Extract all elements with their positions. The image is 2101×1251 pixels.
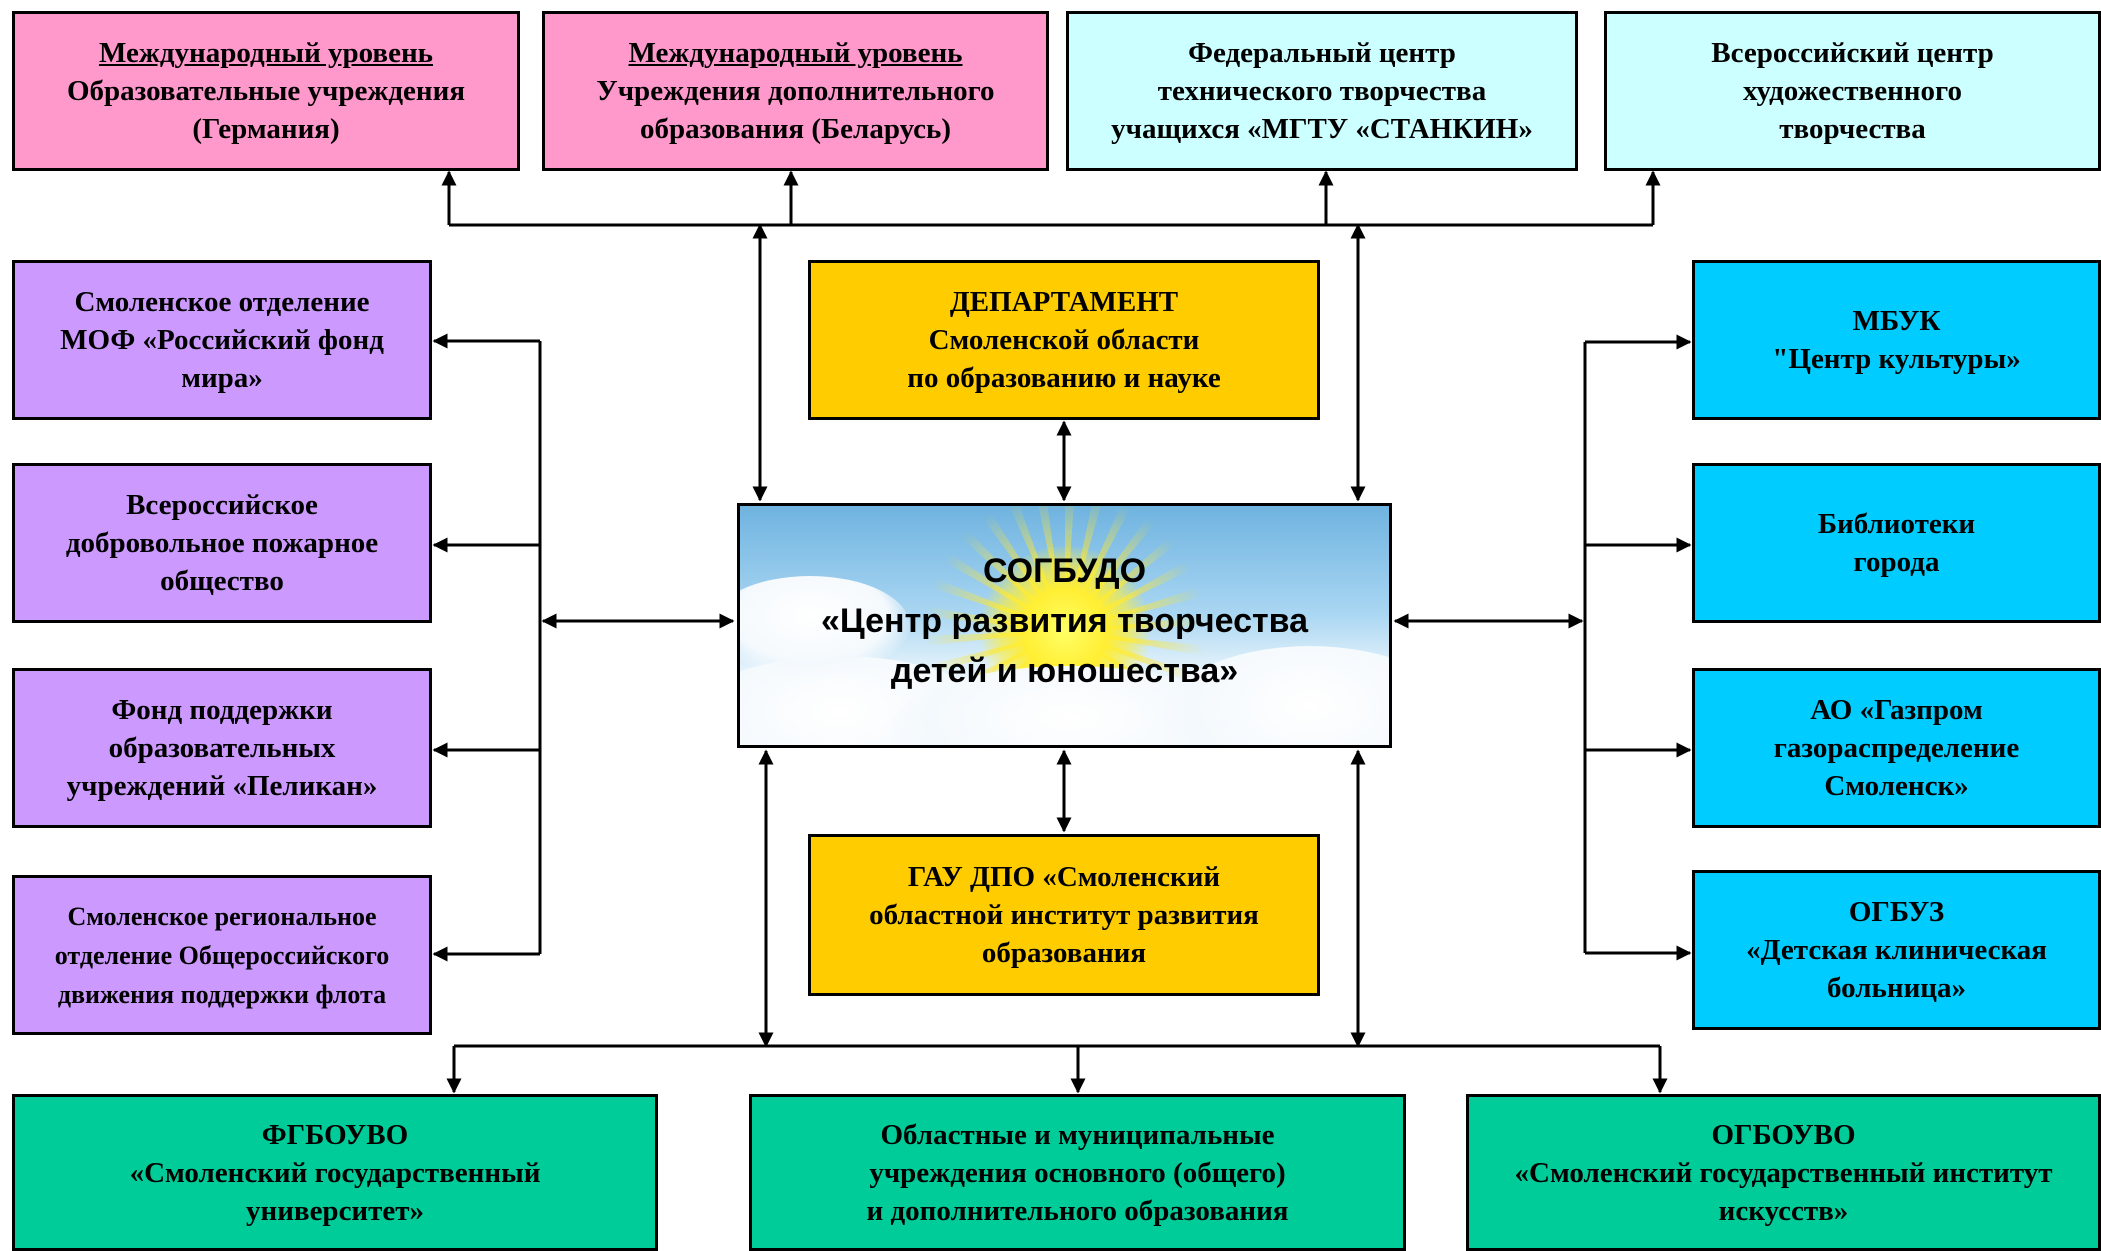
fleet-line-2: отделение Общероссийского bbox=[54, 940, 390, 970]
central-line-3: детей и юношества» bbox=[890, 652, 1239, 690]
institute-box: ГАУ ДПО «Смоленский областной институт р… bbox=[808, 834, 1320, 996]
arts-institute-line-2: «Смоленский государственный институт bbox=[1514, 1156, 2053, 1189]
arts-institute-box: ОГБОУВО «Смоленский государственный инст… bbox=[1466, 1094, 2101, 1251]
department-line-3: по образованию и науке bbox=[907, 362, 1221, 394]
pelican-line-1: Фонд поддержки bbox=[111, 694, 333, 726]
stankin-line-1: Федеральный центр bbox=[1188, 37, 1456, 69]
gazprom-line-1: АО «Газпром bbox=[1810, 694, 1983, 726]
belarus-box: Международный уровень Учреждения дополни… bbox=[542, 11, 1049, 171]
department-box: ДЕПАРТАМЕНТ Смоленской области по образо… bbox=[808, 260, 1320, 420]
arts-institute-line-1: ОГБОУВО bbox=[1711, 1118, 1856, 1151]
schools-line-3: и дополнительного образования bbox=[866, 1194, 1289, 1227]
hospital-line-2: «Детская клиническая bbox=[1746, 934, 2047, 966]
hospital-line-1: ОГБУЗ bbox=[1848, 896, 1945, 928]
university-line-1: ФГБОУВО bbox=[261, 1118, 409, 1151]
stankin-box: Федеральный центр технического творчеств… bbox=[1066, 11, 1578, 171]
belarus-line-2: образования (Беларусь) bbox=[639, 113, 952, 145]
peace-fund-line-3: мира» bbox=[181, 362, 263, 394]
hospital-line-3: больница» bbox=[1827, 972, 1966, 1004]
fire-society-box: Всероссийское добровольное пожарное обще… bbox=[12, 463, 432, 623]
arts-institute-line-3: искусств» bbox=[1718, 1194, 1849, 1227]
art-center-line-1: Всероссийский центр bbox=[1711, 37, 1994, 69]
pelican-line-3: учреждений «Пеликан» bbox=[66, 770, 378, 802]
institute-line-1: ГАУ ДПО «Смоленский bbox=[907, 861, 1221, 893]
central-line-1: СОГБУДО bbox=[982, 552, 1147, 590]
department-line-2: Смоленской области bbox=[928, 324, 1200, 356]
fleet-line-1: Смоленское региональное bbox=[67, 901, 377, 931]
libraries-box: Библиотеки города bbox=[1692, 463, 2101, 623]
fleet-box: Смоленское региональное отделение Общеро… bbox=[12, 875, 432, 1035]
peace-fund-box: Смоленское отделение МОФ «Российский фон… bbox=[12, 260, 432, 420]
art-center-box: Всероссийский центр художественного твор… bbox=[1604, 11, 2101, 171]
culture-center-line-1: МБУК bbox=[1852, 305, 1941, 337]
pelican-box: Фонд поддержки образовательных учреждени… bbox=[12, 668, 432, 828]
university-line-2: «Смоленский государственный bbox=[129, 1156, 541, 1189]
art-center-line-2: художественного bbox=[1743, 75, 1962, 107]
germany-level: Международный уровень bbox=[98, 37, 434, 69]
schools-box: Областные и муниципальные учреждения осн… bbox=[749, 1094, 1406, 1251]
gazprom-line-3: Смоленск» bbox=[1824, 770, 1969, 802]
university-line-3: университет» bbox=[245, 1194, 425, 1227]
libraries-line-1: Библиотеки bbox=[1817, 508, 1976, 540]
gazprom-box: АО «Газпром газораспределение Смоленск» bbox=[1692, 668, 2101, 828]
belarus-line-1: Учреждения дополнительного bbox=[596, 75, 995, 107]
institute-line-2: областной институт развития bbox=[869, 899, 1259, 931]
central-organization-box: СОГБУДО «Центр развития творчества детей… bbox=[737, 503, 1392, 748]
fleet-line-3: движения поддержки флота bbox=[57, 979, 387, 1009]
schools-line-2: учреждения основного (общего) bbox=[869, 1156, 1286, 1189]
central-line-2: «Центр развития творчества bbox=[820, 602, 1309, 640]
fire-society-line-1: Всероссийское bbox=[126, 489, 318, 521]
schools-line-1: Областные и муниципальные bbox=[880, 1118, 1275, 1151]
central-organization-name: СОГБУДО «Центр развития творчества детей… bbox=[740, 546, 1389, 696]
peace-fund-line-1: Смоленское отделение bbox=[74, 286, 370, 318]
stankin-line-2: технического творчества bbox=[1157, 75, 1487, 107]
fire-society-line-2: добровольное пожарное bbox=[65, 527, 379, 559]
stankin-line-3: учащихся «МГТУ «СТАНКИН» bbox=[1111, 113, 1533, 145]
department-line-1: ДЕПАРТАМЕНТ bbox=[949, 286, 1179, 318]
peace-fund-line-2: МОФ «Российский фонд bbox=[60, 324, 384, 356]
gazprom-line-2: газораспределение bbox=[1773, 732, 2020, 764]
fire-society-line-3: общество bbox=[160, 565, 284, 597]
hospital-box: ОГБУЗ «Детская клиническая больница» bbox=[1692, 870, 2101, 1030]
libraries-line-2: города bbox=[1853, 546, 1940, 578]
institute-line-3: образования bbox=[981, 937, 1147, 969]
belarus-level: Международный уровень bbox=[628, 37, 963, 69]
art-center-line-3: творчества bbox=[1779, 113, 1926, 145]
cloud-image bbox=[740, 576, 910, 676]
germany-box: Международный уровень Образовательные уч… bbox=[12, 11, 520, 171]
culture-center-line-2: "Центр культуры» bbox=[1772, 343, 2021, 375]
culture-center-box: МБУК "Центр культуры» bbox=[1692, 260, 2101, 420]
pelican-line-2: образовательных bbox=[108, 732, 336, 764]
university-box: ФГБОУВО «Смоленский государственный унив… bbox=[12, 1094, 658, 1251]
germany-line-1: Образовательные учреждения bbox=[66, 75, 466, 107]
germany-line-2: (Германия) bbox=[192, 113, 340, 145]
